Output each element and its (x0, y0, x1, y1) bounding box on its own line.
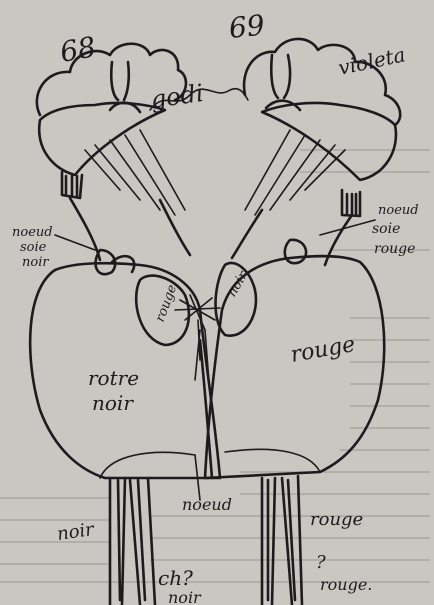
label-noeud-bottom: noeud (182, 495, 232, 514)
label-rouge-leg: rouge (310, 509, 363, 530)
label-noeud-right: noeud (378, 203, 419, 218)
label-soie-right: soie (372, 221, 400, 237)
label-noir-bottom: noir (168, 588, 202, 605)
label-number-68: 68 (57, 30, 98, 69)
label-noir-body: noir (92, 391, 134, 415)
label-question-right: ? (316, 552, 326, 573)
label-noeud-left: noeud (12, 225, 53, 240)
label-rotre: rotre (88, 366, 139, 390)
label-number-69: 69 (227, 8, 266, 45)
label-rouge-bottom: rouge. (320, 575, 372, 594)
label-noir-left: noir (22, 255, 49, 270)
label-soie-left: soie (20, 240, 47, 255)
label-ch: ch? (158, 566, 193, 590)
label-rouge-right: rouge (374, 241, 415, 257)
